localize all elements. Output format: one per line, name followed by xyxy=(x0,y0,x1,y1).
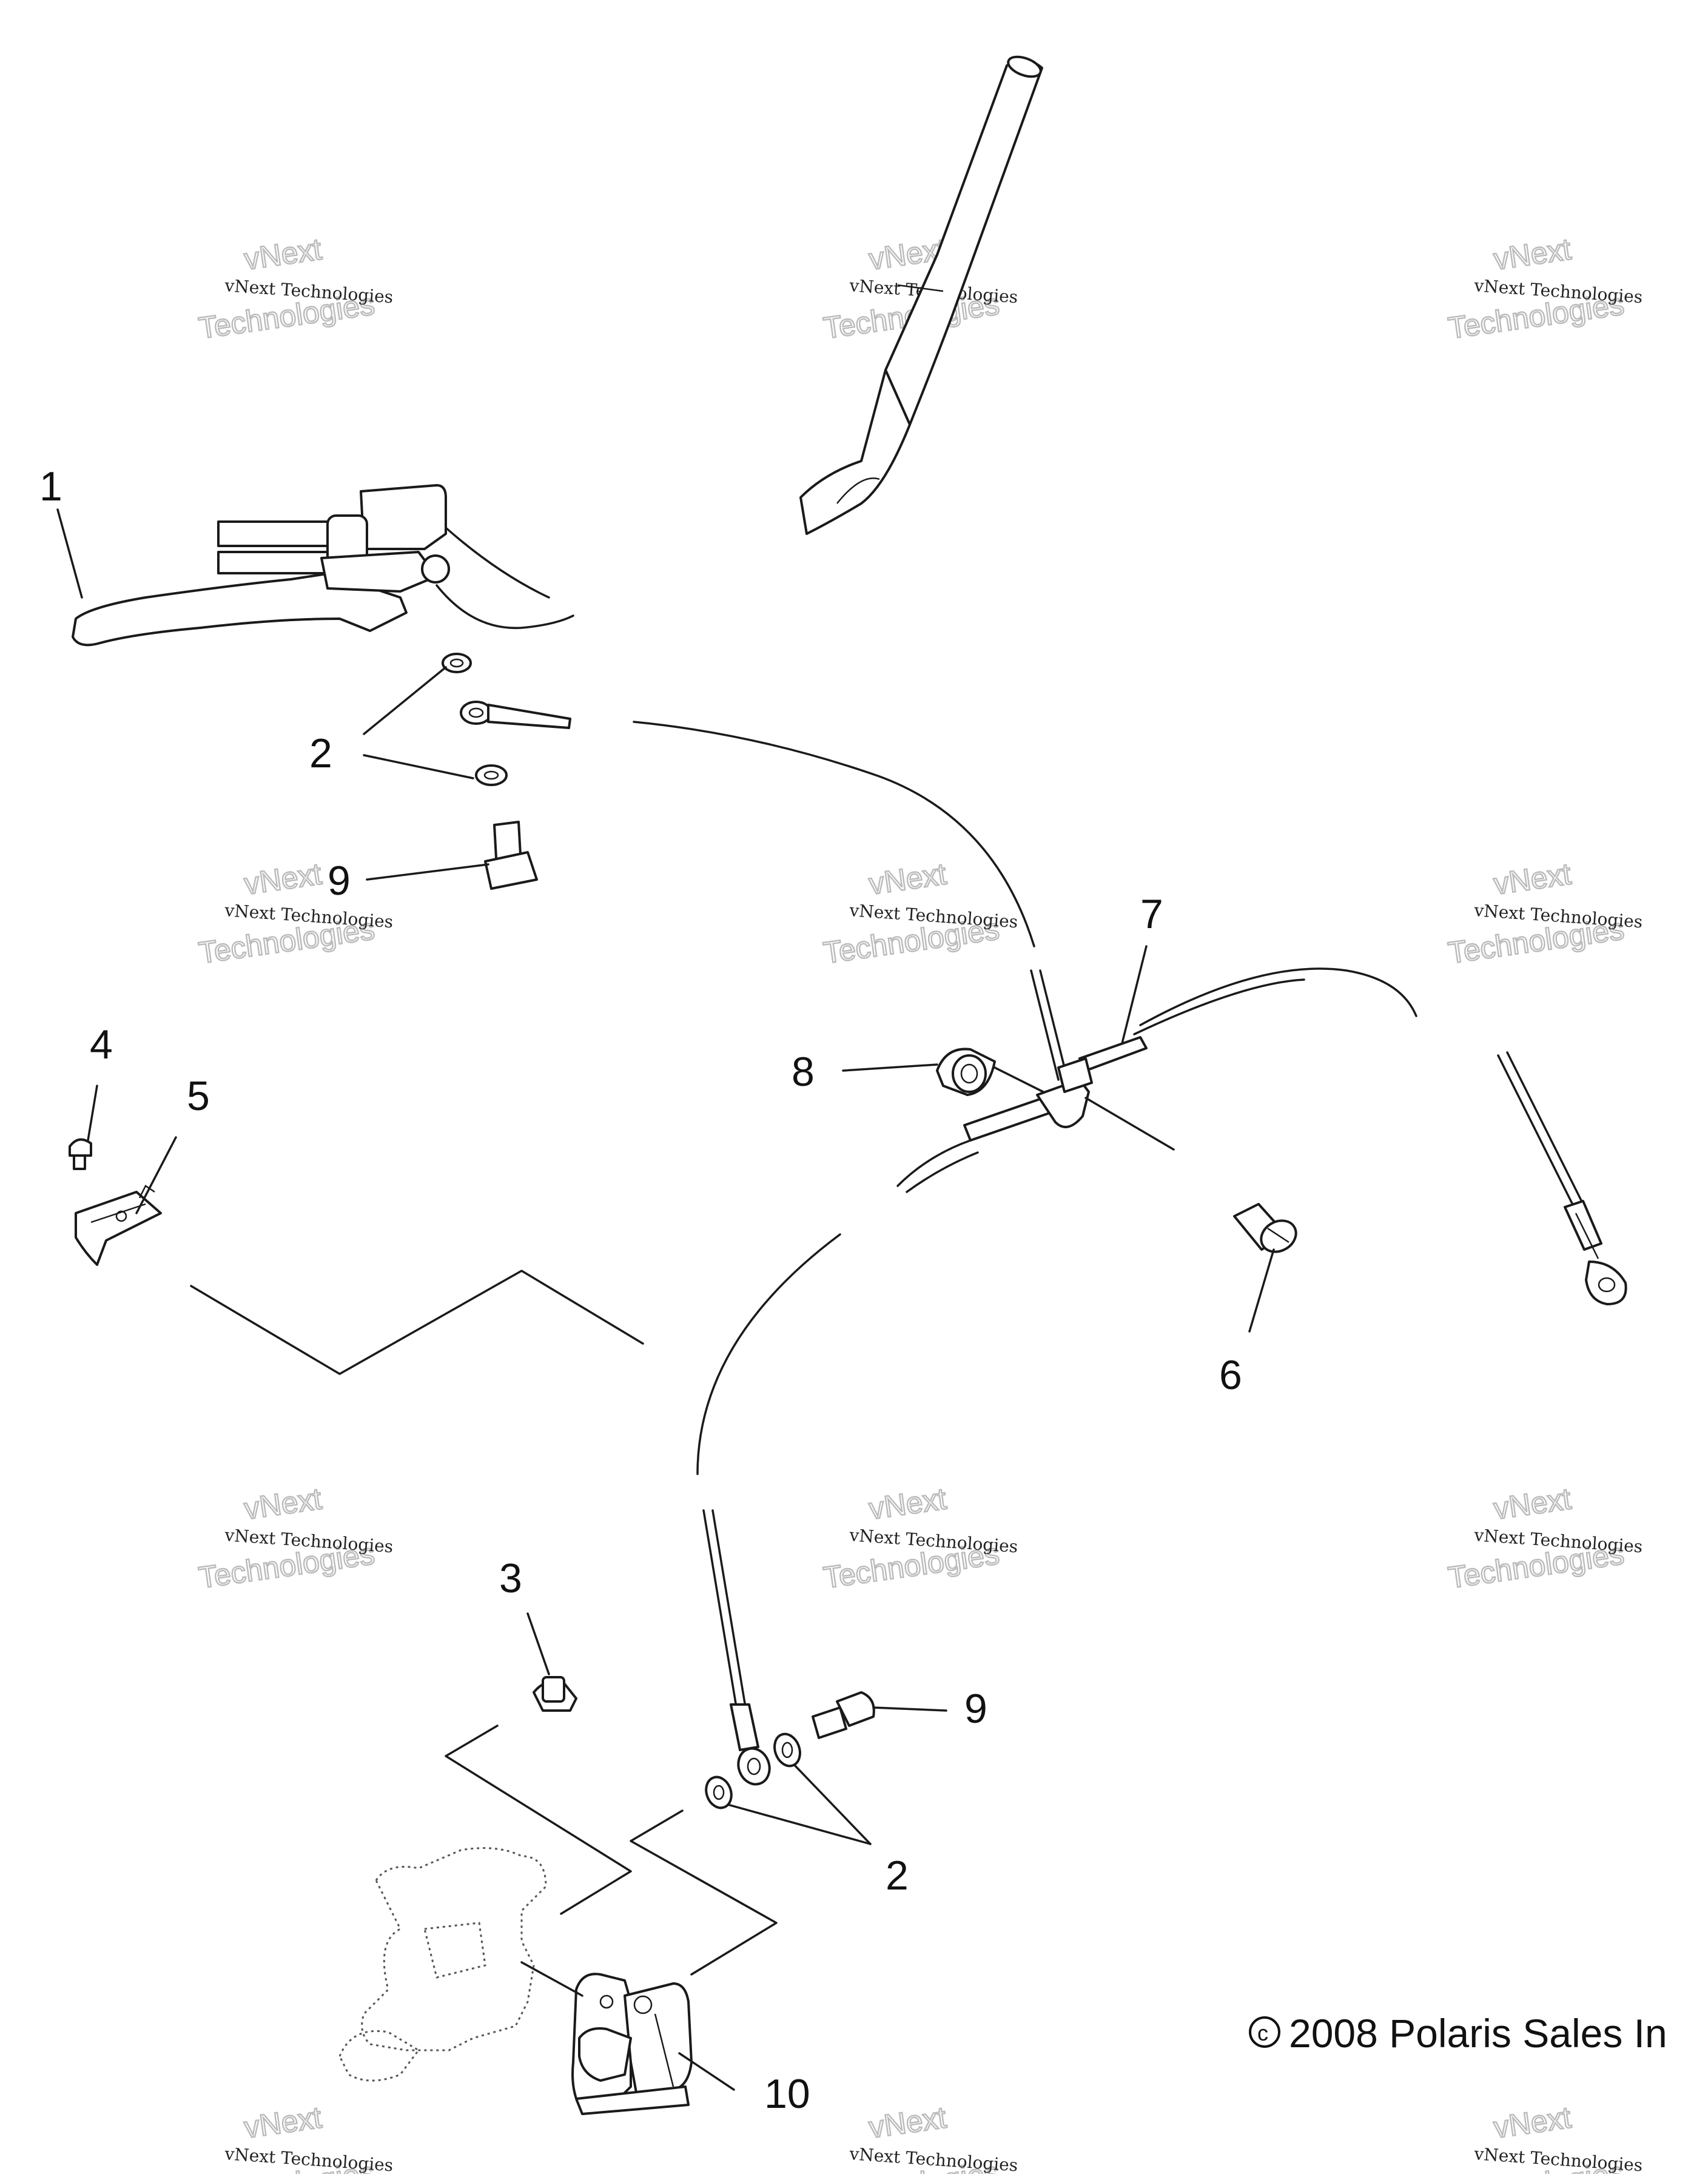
watermark: vNext Technologies vNext Technologies xyxy=(196,231,394,346)
banjo-bolt-lower xyxy=(812,1691,875,1739)
svg-text:vNext Technologies: vNext Technologies xyxy=(1473,2144,1644,2174)
svg-text:vNext: vNext xyxy=(242,1481,323,1526)
svg-text:vNext Technologies: vNext Technologies xyxy=(849,2144,1019,2174)
svg-text:vNext: vNext xyxy=(1491,2100,1573,2144)
callout-2-lower: 2 xyxy=(886,1853,909,1899)
callout-labels: 1 2 9 4 5 8 7 6 3 9 2 10 xyxy=(39,463,1242,2117)
callout-3: 3 xyxy=(499,1555,522,1601)
watermark: vNext Technologies vNext Technologies xyxy=(821,856,1018,971)
brake-line-center xyxy=(696,968,1627,1751)
callout-9-upper: 9 xyxy=(328,858,351,904)
callout-7: 7 xyxy=(1140,891,1163,937)
washers-upper xyxy=(442,653,508,786)
watermark: vNext Technologies vNext Technologies xyxy=(1445,856,1643,971)
master-cylinder-lever xyxy=(72,484,574,647)
svg-text:vNext: vNext xyxy=(1491,232,1573,276)
svg-text:vNext: vNext xyxy=(867,1481,948,1526)
caliper-10 xyxy=(571,1973,693,2115)
banjo-bolt-upper xyxy=(484,821,538,890)
svg-text:vNext: vNext xyxy=(1491,1481,1573,1526)
copyright-text: 2008 Polaris Sales In xyxy=(1289,2011,1667,2056)
handlebar xyxy=(799,55,1043,535)
callout-9-lower: 9 xyxy=(964,1686,987,1732)
brake-line-upper xyxy=(460,701,1069,1081)
svg-text:vNext: vNext xyxy=(242,2100,323,2144)
grommet-8 xyxy=(936,1048,996,1096)
washers-lower xyxy=(705,1732,801,1809)
svg-text:vNext Technologies: vNext Technologies xyxy=(224,2144,394,2174)
copyright-symbol: c xyxy=(1257,2021,1268,2045)
svg-text:vNext: vNext xyxy=(867,856,948,901)
watermark: vNext Technologies vNext Technologies xyxy=(196,1481,394,1595)
screw-4 xyxy=(69,1138,92,1170)
bolt-3 xyxy=(533,1676,577,1712)
watermark: vNext Technologies vNext Technologies xyxy=(196,2099,394,2174)
frame-outline xyxy=(190,1270,644,1375)
callout-1: 1 xyxy=(39,463,62,510)
svg-text:vNext: vNext xyxy=(867,2100,948,2144)
leader-lines xyxy=(56,508,1275,2091)
watermark: vNext Technologies vNext Technologies xyxy=(821,1481,1018,1595)
svg-text:vNext: vNext xyxy=(1491,856,1573,901)
callout-2-upper: 2 xyxy=(309,730,332,776)
copyright-notice: c 2008 Polaris Sales In xyxy=(1249,2011,1667,2056)
watermark: vNext Technologies vNext Technologies xyxy=(196,856,394,971)
watermark: vNext Technologies vNext Technologies xyxy=(1445,1481,1643,1595)
watermark: vNext Technologies vNext Technologies xyxy=(1445,2099,1644,2174)
callout-8: 8 xyxy=(792,1049,815,1095)
svg-text:vNext: vNext xyxy=(242,856,323,901)
watermark: vNext Technologies vNext Technologies xyxy=(1445,231,1643,346)
copyright-icon xyxy=(1249,2016,1280,2048)
svg-text:vNext: vNext xyxy=(242,232,323,276)
watermark: vNext Technologies vNext Technologies xyxy=(821,2099,1019,2174)
callout-6: 6 xyxy=(1219,1352,1242,1398)
callout-10: 10 xyxy=(764,2071,810,2117)
callout-4: 4 xyxy=(90,1021,113,1068)
assembly-guide-lines xyxy=(445,1725,778,1976)
callout-5: 5 xyxy=(187,1073,210,1119)
clip-5 xyxy=(75,1185,162,1266)
pin-6 xyxy=(1233,1203,1297,1253)
spindle-knuckle-ghost xyxy=(338,1847,547,2082)
